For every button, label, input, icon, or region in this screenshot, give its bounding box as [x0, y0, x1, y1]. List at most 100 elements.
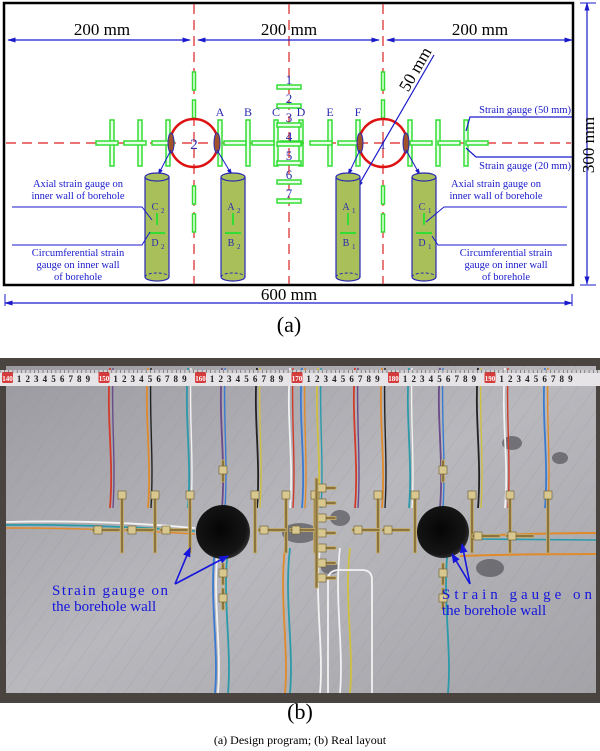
photo-gauge-tab [117, 490, 127, 500]
column-gauge-5 [380, 71, 386, 91]
photo-vertical-gauge [376, 492, 380, 554]
ruler-digit: 2 [218, 374, 223, 384]
legend-leaders [465, 116, 572, 158]
photo-gauge-tab [150, 490, 160, 500]
cylinder-bottom-subscript: 2 [161, 243, 165, 251]
photo-gauge-tab [317, 513, 327, 523]
photo-annotation-right-2: the borehole wall [442, 603, 546, 619]
photo-gauge-tab [473, 531, 483, 541]
photo-gauge-tab [218, 568, 228, 578]
ruler-digit: 4 [139, 374, 144, 384]
right-circ-label-3: of borehole [482, 272, 530, 283]
photo-gauge-tab [507, 531, 517, 541]
borehole-label-left: 2 [190, 137, 198, 153]
dim-right: 300 mm [579, 117, 598, 173]
ruler-major-label: 150 [99, 375, 110, 383]
cylinder-top [411, 172, 437, 182]
cylinder-hidden-edge [335, 272, 361, 278]
right-circ-label-1: Circumferential strain [460, 248, 553, 259]
photo-horizontal-gauge [381, 528, 411, 532]
photo-horizontal-gauge [257, 528, 287, 532]
photo-gauge-tab [218, 593, 228, 603]
gauge-letter-f: F [355, 105, 362, 119]
cylinder-top-label: A [342, 202, 350, 213]
cylinder-top [220, 172, 246, 182]
ruler-digit: 3 [420, 374, 425, 384]
cylinder-top-label: C [419, 202, 426, 213]
column-gauge-6 [380, 99, 386, 119]
cylinder-hidden-edge [220, 272, 246, 278]
ruler-digit: 3 [517, 374, 522, 384]
ruler-digit: 6 [542, 374, 547, 384]
ruler-major-box [98, 372, 110, 383]
photo-gauge-tab [543, 490, 553, 500]
ruler-major-label: 190 [485, 375, 496, 383]
ruler-digit: 1 [17, 374, 22, 384]
photo-strain-gauges [91, 459, 553, 611]
ruler-digit: 4 [332, 374, 337, 384]
photo-gauge-tab [438, 593, 448, 603]
ruler-digit: 6 [156, 374, 161, 384]
cylinder-bottom-label: D [418, 238, 425, 249]
photo-center-column [314, 477, 319, 589]
gauge-number-3: 3 [286, 110, 293, 125]
photo-gauge-tab [185, 490, 195, 500]
wire-bundle-right [459, 553, 597, 557]
ruler-digit: 3 [34, 374, 39, 384]
wire-bundle-right [469, 538, 597, 541]
ruler-digit: 5 [148, 374, 153, 384]
horizontal-gauge-7 [309, 140, 333, 146]
cylinder-bottom-label: B [343, 238, 350, 249]
photo-gauge-tab [410, 490, 420, 500]
ruler-digit: 4 [429, 374, 434, 384]
photo-gauge-tab [438, 465, 448, 475]
photo-gauge-tab [218, 465, 228, 475]
photo-gauge-tab [505, 490, 515, 500]
design-program-diagram: 200 mm 200 mm 200 mm 300 mm 600 mm (a) 2… [2, 1, 598, 337]
cylinder-top-subscript: 1 [352, 207, 356, 215]
ruler-digit: 7 [358, 374, 363, 384]
photo-gauge-tab [373, 490, 383, 500]
cylinder-top-subscript: 2 [161, 207, 165, 215]
photo-vertical-gauge [284, 492, 288, 554]
gauge-letter-c: C [272, 105, 280, 119]
column-gauge-4 [191, 213, 197, 233]
wire-bundle-left [5, 520, 196, 529]
cylinder-top-label: A [227, 202, 235, 213]
photo-annotation-left-2: the borehole wall [52, 599, 156, 615]
cylinder-hidden-edge [144, 272, 170, 278]
ruler-digit: 7 [68, 374, 73, 384]
dim-top-1: 200 mm [74, 20, 130, 39]
ruler-major-box [195, 372, 206, 383]
dim-top-2: 200 mm [261, 20, 317, 39]
cylinder-body [335, 177, 361, 282]
ruler-major-box [2, 372, 13, 383]
photo-gauge-tab [250, 490, 260, 500]
cylinder-bottom-subscript: 1 [352, 243, 356, 251]
left-circ-label-1: Circumferential strain [32, 248, 125, 259]
ruler-digit: 4 [43, 374, 48, 384]
wire-down [215, 547, 220, 694]
column-gauge-2 [191, 99, 197, 119]
wire-down [212, 547, 217, 694]
ruler-digit: 2 [122, 374, 127, 384]
center-gauge-4 [276, 141, 302, 147]
ruler-digit: 3 [324, 374, 329, 384]
photo-gauge-tab [93, 525, 103, 535]
panel-label-a: (a) [277, 312, 301, 337]
photo-vertical-gauge [413, 492, 417, 554]
ruler-digit: 1 [210, 374, 215, 384]
left-axial-label-2: inner wall of borehole [31, 191, 124, 202]
figure-caption: (a) Design program; (b) Real layout [213, 733, 387, 747]
column-gauge-8 [380, 213, 386, 233]
ruler-major-label: 140 [2, 375, 13, 383]
ruler-digit: 1 [499, 374, 504, 384]
panel-label-b: (b) [287, 699, 313, 724]
center-gauge-5 [276, 160, 302, 166]
ruler-digit: 6 [446, 374, 451, 384]
left-circ-label-3: of borehole [54, 272, 102, 283]
